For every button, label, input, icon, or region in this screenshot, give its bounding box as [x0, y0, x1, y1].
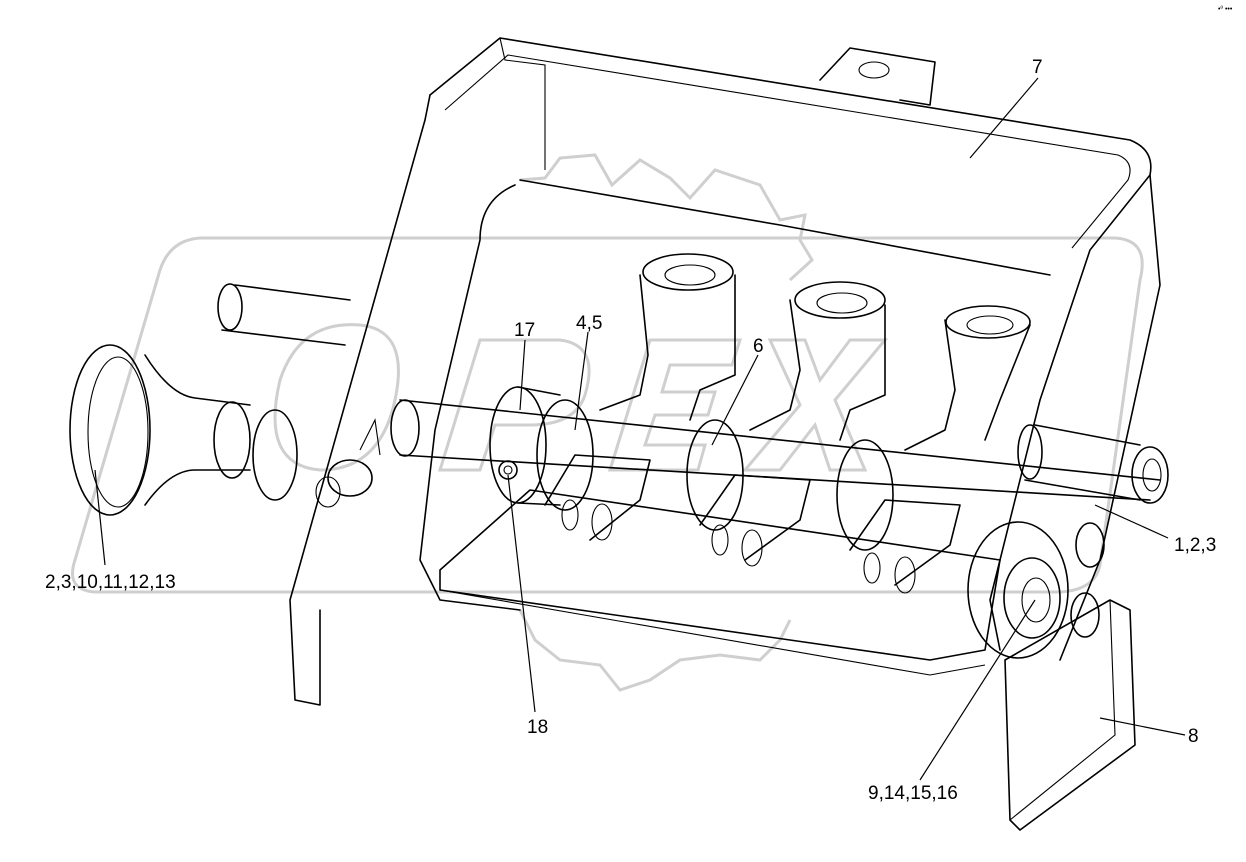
watermark-letter-p [437, 338, 591, 472]
knob-neck [144, 354, 251, 506]
knob-face [69, 344, 151, 516]
mounting-hole [858, 61, 890, 79]
cotter-pin-leg [359, 418, 381, 456]
knob-collar-2 [252, 409, 298, 501]
bracket-left-wall-inner [499, 37, 546, 170]
lever-1 [536, 253, 736, 541]
leader-17 [519, 339, 526, 411]
bearing-hub [1003, 557, 1061, 639]
shaft-end-right-inner [1142, 458, 1162, 492]
right-rod-end [1017, 424, 1043, 480]
corner-mark: •º ••• [1218, 6, 1233, 13]
watermark-letter-e [607, 338, 743, 472]
watermark-letter-o [273, 323, 400, 472]
callout-7: 7 [1032, 57, 1043, 78]
base-plate-edge [439, 589, 986, 676]
upper-rod-end [217, 283, 243, 331]
mounting-tab [819, 47, 936, 106]
bracket-left-wall [289, 94, 431, 706]
watermark-logo [71, 236, 1144, 594]
shaft-end-left [390, 399, 420, 457]
leader-2 [94, 469, 106, 566]
callout-2-3-10-11-12-13: 2,3,10,11,12,13 [45, 572, 176, 593]
upper-rod [221, 284, 351, 346]
knob-face-inner [87, 356, 149, 508]
watermark-gear [518, 153, 814, 692]
callout-18: 18 [527, 717, 549, 738]
bracket-right-side [1059, 174, 1161, 661]
watermark-letter-x [741, 338, 889, 472]
callout-1-2-3: 1,2,3 [1174, 535, 1217, 556]
cotter-pin [327, 459, 373, 497]
leader-9 [919, 599, 1036, 781]
bolt-1 [1075, 522, 1105, 568]
mounting-plate-8-edge [1009, 599, 1116, 821]
inner-plate [419, 179, 1051, 611]
leader-45 [574, 331, 589, 431]
leader-7 [969, 77, 1039, 159]
set-screw-18-socket [503, 465, 513, 475]
callout-17: 17 [514, 320, 536, 341]
leader-8 [1099, 717, 1186, 736]
bolt-2 [1070, 592, 1100, 638]
right-rod [1024, 424, 1141, 501]
base-plate [439, 489, 1001, 661]
leader-123 [1094, 504, 1169, 539]
leader-6 [711, 354, 759, 446]
bearing-bore [1021, 577, 1051, 623]
callout-8: 8 [1188, 726, 1199, 747]
shaft-end-right [1131, 446, 1169, 504]
lever-2 [686, 281, 886, 567]
bracket-top-plate-inner [444, 54, 1131, 249]
callout-6: 6 [753, 336, 764, 357]
bracket-top-plate [429, 37, 1152, 651]
callout-9-14-15-16: 9,14,15,16 [868, 783, 958, 804]
callout-4-5: 4,5 [576, 313, 603, 334]
lever-3 [836, 305, 1031, 594]
knob-collar [213, 401, 251, 479]
cotter-pin-ring [315, 476, 341, 508]
bearing-flange [967, 521, 1069, 659]
leader-18 [507, 474, 536, 713]
